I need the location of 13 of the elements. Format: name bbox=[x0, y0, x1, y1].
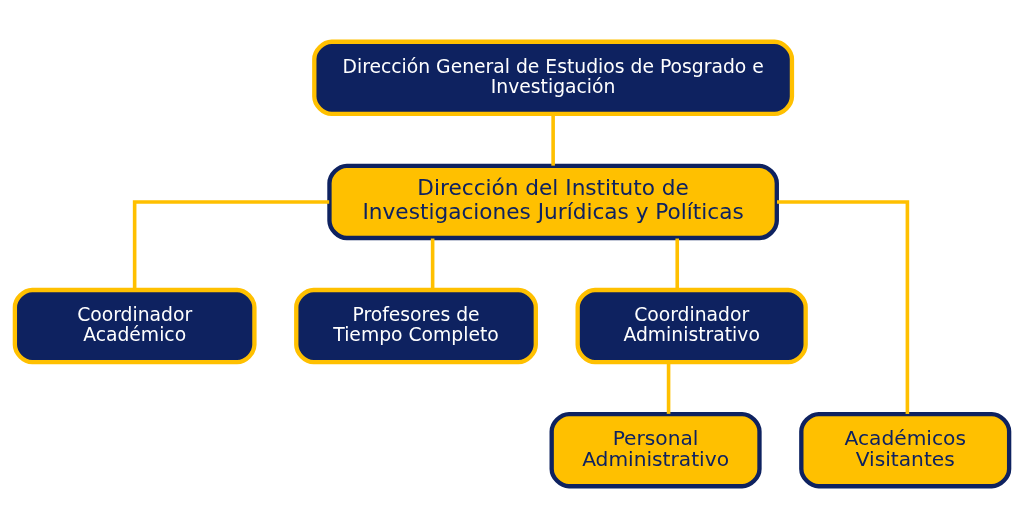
connector bbox=[132, 199, 330, 289]
node-box: Académicos Visitantes bbox=[799, 411, 1012, 488]
connector bbox=[675, 238, 680, 290]
connector bbox=[551, 113, 555, 166]
node-box: Personal Administrativo bbox=[549, 411, 762, 488]
connector bbox=[666, 362, 671, 414]
connector bbox=[777, 199, 910, 414]
connector bbox=[430, 238, 435, 290]
node-box: Dirección General de Estudios de Posgrado e Investigación bbox=[312, 39, 795, 116]
node-box: Coordinador Académico bbox=[12, 287, 257, 364]
node-box: Coordinador Administrativo bbox=[575, 287, 808, 364]
node-box: Profesores de Tiempo Completo bbox=[294, 287, 538, 364]
node-box: Dirección del Instituto de Investigaciones Jurídicas y Políticas bbox=[327, 163, 779, 240]
